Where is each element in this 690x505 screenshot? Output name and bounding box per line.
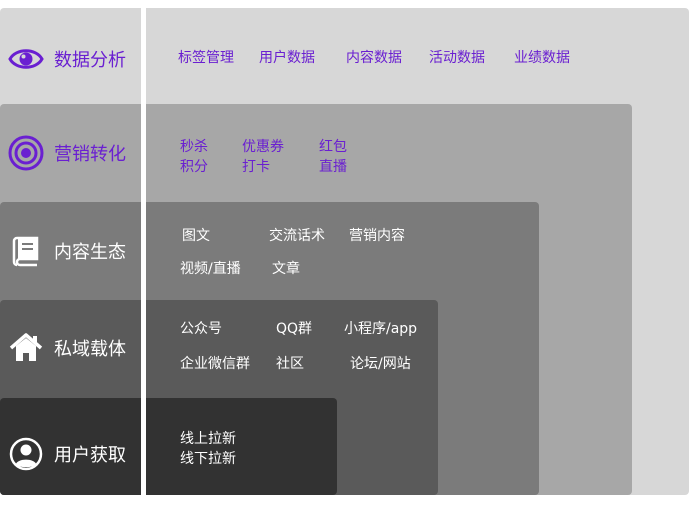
item-points: 积分 [180, 159, 208, 175]
item-user-data: 用户数据 [259, 50, 315, 66]
user-icon [8, 436, 44, 472]
target-icon [8, 135, 44, 171]
item-qq-group: QQ群 [276, 321, 313, 337]
item-mini-program-app: 小程序/app [344, 321, 418, 337]
item-marketing-content: 营销内容 [349, 228, 405, 244]
row-title: 用户获取 [54, 445, 126, 466]
column-divider [141, 8, 146, 495]
row-title: 营销转化 [54, 144, 126, 165]
item-talk-scripts: 交流话术 [269, 228, 325, 244]
item-community: 社区 [276, 356, 304, 372]
item-content-data: 内容数据 [346, 50, 402, 66]
item-article: 文章 [272, 261, 300, 277]
row-label-marketing: 营销转化 [8, 135, 126, 171]
home-icon [8, 330, 44, 366]
item-graphic-text: 图文 [182, 228, 210, 244]
item-offline-acquisition: 线下拉新 [180, 451, 236, 467]
item-online-acquisition: 线上拉新 [180, 431, 236, 447]
layer-user-acquisition-panel [0, 398, 337, 495]
item-check-in: 打卡 [242, 159, 270, 175]
item-forum-website: 论坛/网站 [350, 356, 411, 372]
item-live: 直播 [319, 159, 347, 175]
row-title: 数据分析 [54, 50, 126, 71]
eye-icon [8, 41, 44, 77]
row-title: 内容生态 [54, 242, 126, 263]
item-flash-sale: 秒杀 [180, 139, 208, 155]
item-tag-management: 标签管理 [178, 50, 234, 66]
item-activity-data: 活动数据 [429, 50, 485, 66]
row-label-user-acquisition: 用户获取 [8, 436, 126, 472]
item-video-live: 视频/直播 [180, 261, 241, 277]
item-red-packet: 红包 [319, 139, 347, 155]
row-title: 私域载体 [54, 339, 126, 360]
item-performance-data: 业绩数据 [514, 50, 570, 66]
item-wecom-group: 企业微信群 [180, 356, 250, 372]
book-icon [8, 233, 44, 269]
item-official-account: 公众号 [180, 321, 222, 337]
row-label-private-domain: 私域载体 [8, 330, 126, 366]
item-coupon: 优惠券 [242, 139, 284, 155]
row-label-data-analysis: 数据分析 [8, 41, 126, 77]
row-label-content: 内容生态 [8, 233, 126, 269]
